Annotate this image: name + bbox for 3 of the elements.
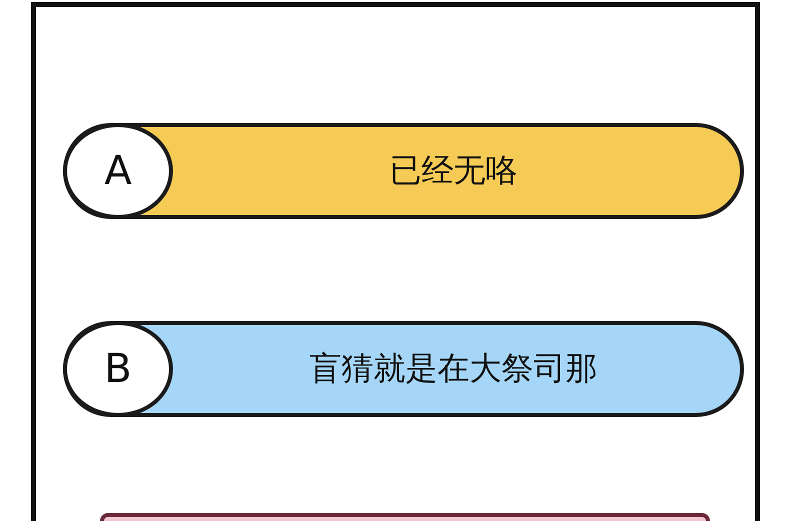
answer-text: 盲猜就是在大祭司那: [310, 348, 598, 389]
answer-text: 已经无咯: [390, 150, 518, 191]
answer-option-bar: [100, 513, 710, 521]
